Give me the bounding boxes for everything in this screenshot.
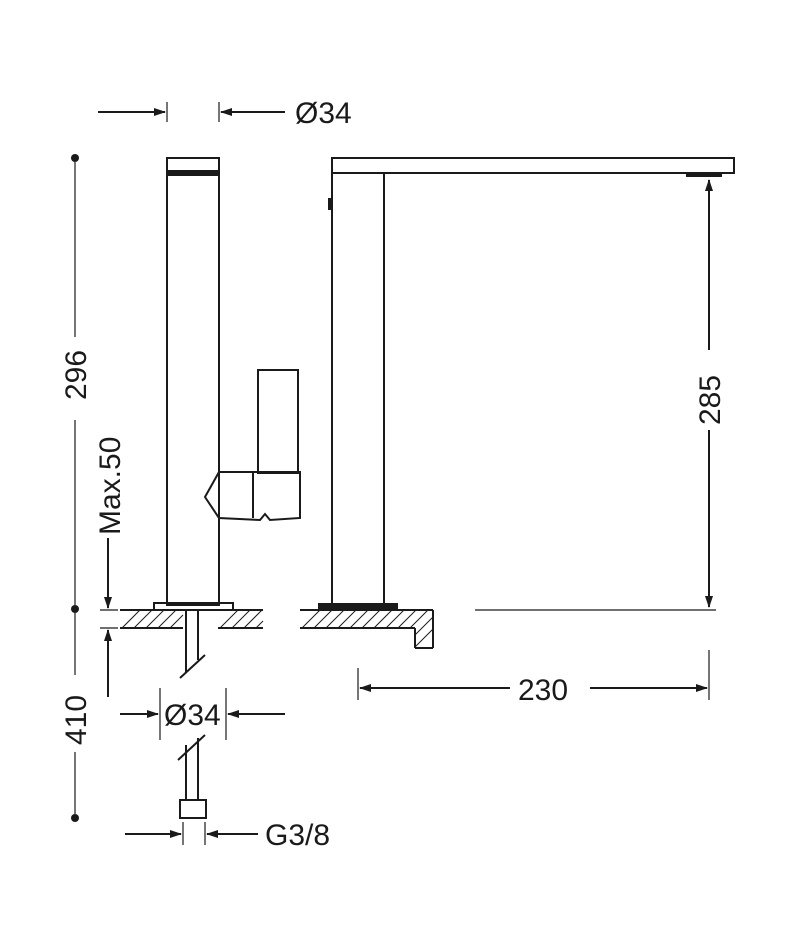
dimension-spout-height: 285 <box>694 179 727 608</box>
handle-block <box>203 471 301 522</box>
dimension-label: 296 <box>60 350 93 400</box>
countertop-left <box>120 609 264 629</box>
dimension-label: 230 <box>518 674 568 707</box>
dimension-hole-diameter: Ø34 <box>120 688 285 740</box>
dimension-label: Ø34 <box>295 97 352 130</box>
dimension-label: 285 <box>694 375 727 425</box>
supply-hose <box>177 610 207 819</box>
dimension-label: Ø34 <box>164 699 221 732</box>
dimension-spout-reach: 230 <box>357 650 710 707</box>
dimension-label: Max.50 <box>94 437 127 535</box>
front-view-faucet <box>318 157 735 610</box>
dimension-connection: G3/8 <box>125 819 330 852</box>
dimension-total-height: 296 <box>60 154 93 613</box>
dimension-hose-length: 410 <box>60 613 93 822</box>
dimension-label: G3/8 <box>265 819 330 852</box>
countertop-right <box>300 609 716 649</box>
handle-lever <box>257 369 299 474</box>
dimension-max-thickness: Max.50 <box>94 437 127 697</box>
dimension-label: 410 <box>60 695 93 745</box>
hose-connector <box>179 799 207 819</box>
side-view-faucet <box>153 157 301 611</box>
spout <box>331 157 735 174</box>
dimension-body-diameter: Ø34 <box>98 97 352 130</box>
